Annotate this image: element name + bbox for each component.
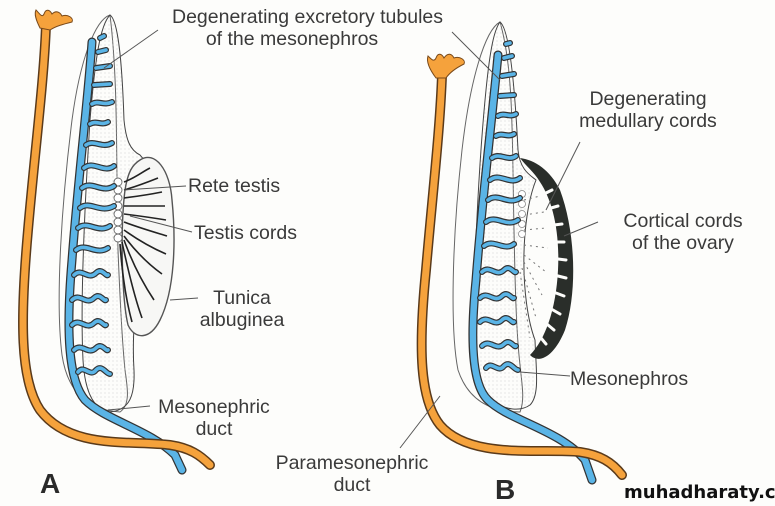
label-line: Mesonephric (158, 396, 270, 418)
label-degenerating-medullary-cords: Degenerating medullary cords (548, 88, 748, 132)
label-testis-cords: Testis cords (194, 222, 297, 244)
leader-lines-a (103, 29, 199, 411)
label-tunica-albuginea: Tunica albuginea (196, 287, 288, 331)
excretory-tubules-a (69, 33, 117, 377)
leader-lines-b (399, 31, 599, 449)
label-line: albuginea (199, 309, 285, 331)
excretory-tubules-b (477, 40, 523, 373)
testis-cords-a (119, 167, 168, 323)
label-degenerating-tubules: Degenerating excretory tubules of the me… (172, 6, 443, 50)
label-rete-testis: Rete testis (188, 175, 281, 197)
testis-a (121, 156, 175, 337)
label-line: medullary cords (579, 110, 717, 132)
label-mesonephric-duct: Mesonephric duct (150, 396, 278, 440)
medullary-cords-b (519, 195, 549, 339)
fimbriae-a (34, 9, 73, 31)
label-line: of the mesonephros (205, 28, 379, 50)
label-line: Tunica (213, 287, 271, 309)
rete-testis-a (113, 177, 123, 243)
fimbriae-b (427, 53, 465, 79)
label-line: duct (195, 418, 233, 440)
label-line: Paramesonephric (275, 452, 429, 474)
label-mesonephros: Mesonephros (570, 368, 689, 390)
label-line: Cortical cords (623, 210, 743, 232)
panel-b-drawing (399, 21, 627, 485)
panel-a-drawing (18, 9, 215, 475)
label-line: Degenerating (589, 88, 707, 110)
label-line: duct (333, 474, 371, 496)
watermark: muhadharaty.com (624, 482, 775, 503)
label-paramesonephric-duct: Paramesonephric duct (272, 452, 432, 496)
label-line: of the ovary (632, 232, 734, 254)
label-cortical-cords: Cortical cords of the ovary (598, 210, 768, 254)
panel-letter-a: A (40, 468, 61, 499)
ovary-cortex-b (520, 158, 574, 359)
panel-letter-b: B (495, 474, 516, 505)
label-line: Degenerating excretory tubules (172, 6, 443, 28)
